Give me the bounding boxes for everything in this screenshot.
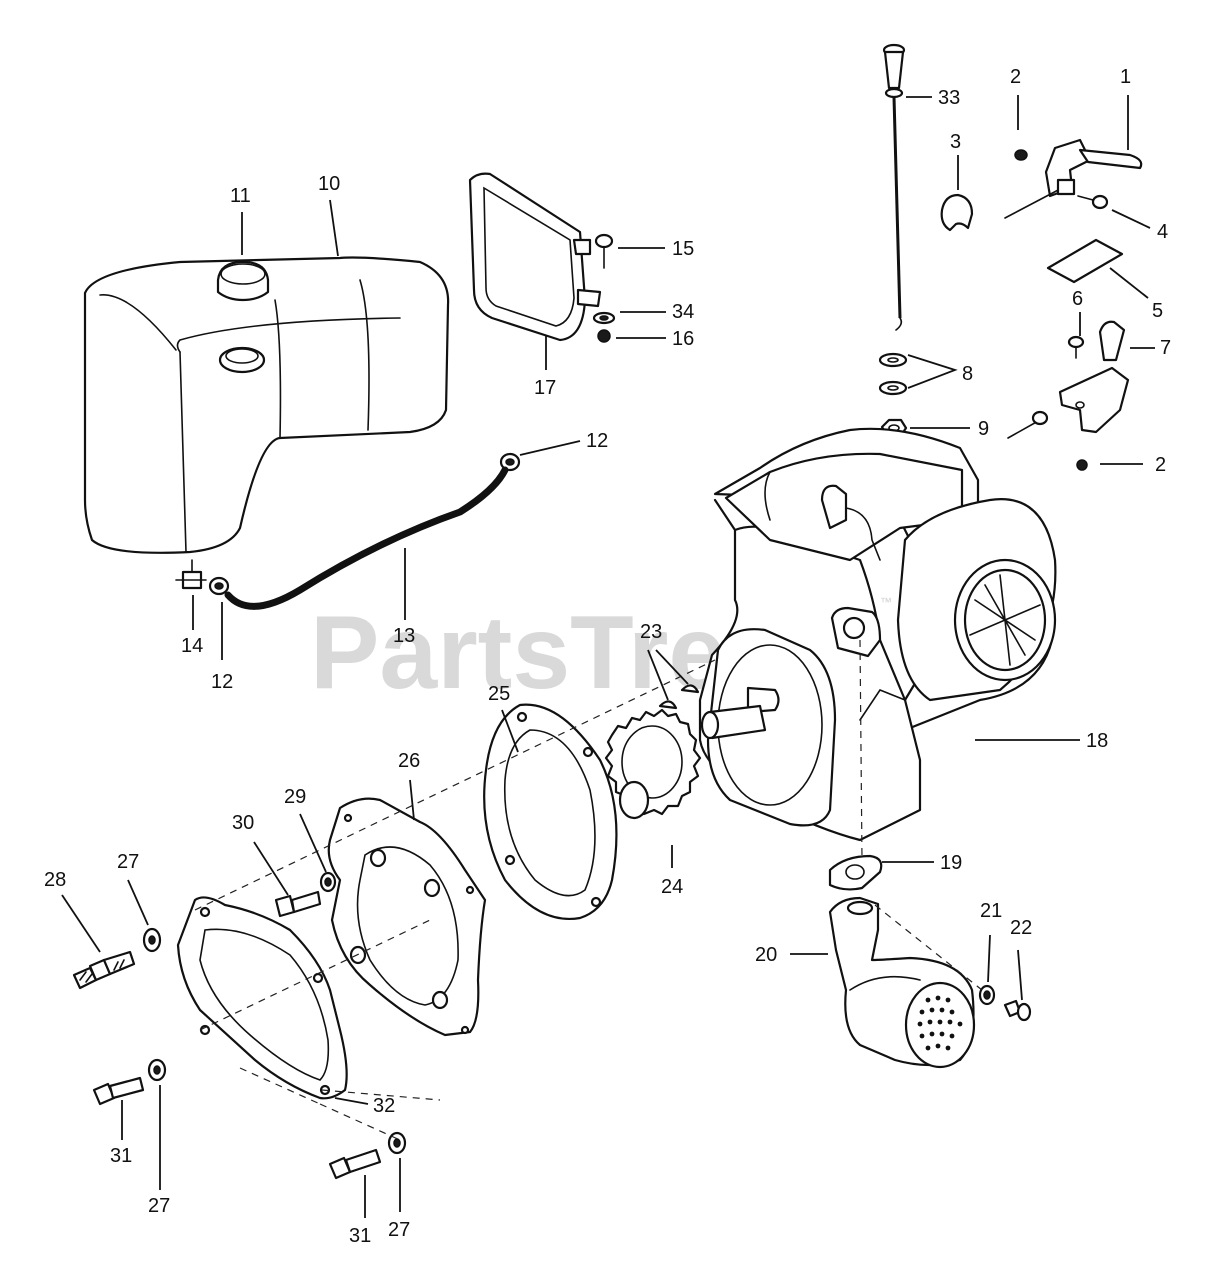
callout-16: 16: [672, 328, 694, 350]
callout-18: 18: [1086, 730, 1108, 752]
callout-30: 30: [232, 812, 254, 834]
callout-14: 14: [181, 635, 203, 657]
callout-1: 1: [1120, 66, 1131, 88]
callout-17: 17: [534, 377, 556, 399]
washer-27-left: [147, 1058, 167, 1082]
fuel-line: [224, 466, 509, 610]
fuel-shutoff-valve: [175, 559, 207, 590]
callout-31-left: 31: [110, 1145, 132, 1167]
callout-22: 22: [1010, 917, 1032, 939]
callout-4: 4: [1157, 221, 1168, 243]
hose-clamp-lower: [208, 576, 230, 596]
tank-strap: [468, 172, 602, 342]
washer-29: [319, 871, 337, 893]
woodruff-keys: [658, 684, 700, 710]
muffler: [828, 896, 976, 1069]
watermark-trademark: ™: [880, 595, 892, 609]
callout-34: 34: [672, 301, 694, 323]
callout-11: 11: [230, 185, 251, 207]
callout-19: 19: [940, 852, 962, 874]
callout-3: 3: [950, 131, 961, 153]
exhaust-gasket: [828, 854, 883, 891]
adapter-plate: [327, 797, 487, 1037]
fuel-cap: [216, 260, 270, 302]
callout-32: 32: [373, 1095, 395, 1117]
dipstick: [882, 43, 906, 331]
callout-10: 10: [318, 173, 340, 195]
callout-2-lower: 2: [1155, 454, 1166, 476]
choke-control-assembly: [1007, 320, 1130, 439]
hose-clamp-upper: [499, 452, 521, 472]
callout-12-upper: 12: [586, 430, 608, 452]
callout-27-left: 27: [148, 1195, 170, 1217]
cable-clip: [940, 193, 974, 232]
washers-8: [878, 352, 908, 396]
callout-13: 13: [393, 625, 415, 647]
bolt-22: [1003, 999, 1032, 1022]
lock-washer-21: [978, 984, 996, 1006]
bolt-31-left: [92, 1076, 145, 1106]
engine: [698, 427, 1057, 842]
callout-25: 25: [488, 683, 510, 705]
adapter-gasket: [176, 896, 348, 1100]
fuel-tank: [83, 256, 450, 554]
washer-27-upper: [142, 927, 162, 953]
callout-2-upper: 2: [1010, 66, 1021, 88]
mounting-gasket: [483, 703, 618, 920]
callout-6: 6: [1072, 288, 1083, 310]
crankshaft-gear: [604, 708, 702, 820]
callout-24: 24: [661, 876, 683, 898]
screw-4: [1077, 194, 1109, 210]
callout-12-lower: 12: [211, 671, 233, 693]
callout-26: 26: [398, 750, 420, 772]
callout-5: 5: [1152, 300, 1163, 322]
callout-23: 23: [640, 621, 662, 643]
callout-7: 7: [1160, 337, 1171, 359]
bolt-30: [274, 890, 322, 918]
callout-15: 15: [672, 238, 694, 260]
callout-29: 29: [284, 786, 306, 808]
strap-washer: [592, 311, 616, 325]
decal: [1046, 238, 1124, 284]
callout-8: 8: [962, 363, 973, 385]
throttle-control-assembly: [1004, 138, 1143, 219]
stud-28: [72, 950, 136, 990]
callout-20: 20: [755, 944, 777, 966]
nut-2-lower: [1076, 459, 1088, 471]
callout-27-upper: 27: [117, 851, 139, 873]
assembly-lines: [194, 639, 983, 1141]
strap-nut: [597, 329, 611, 343]
callout-33: 33: [938, 87, 960, 109]
callout-labels: 1 2 2 3 4 5 6 7 8 9 10 11 12 12 13 14 15…: [44, 66, 1171, 1247]
callout-21: 21: [980, 900, 1002, 922]
callout-9: 9: [978, 418, 989, 440]
callout-31-right: 31: [349, 1225, 371, 1247]
callout-27-right: 27: [388, 1219, 410, 1241]
callout-28: 28: [44, 869, 66, 891]
strap-bolt: [594, 233, 614, 269]
nut-2-upper: [1014, 149, 1028, 161]
screw-6: [1067, 335, 1085, 359]
bolt-31-right: [328, 1148, 382, 1180]
leader-lines: [61, 95, 1155, 1218]
